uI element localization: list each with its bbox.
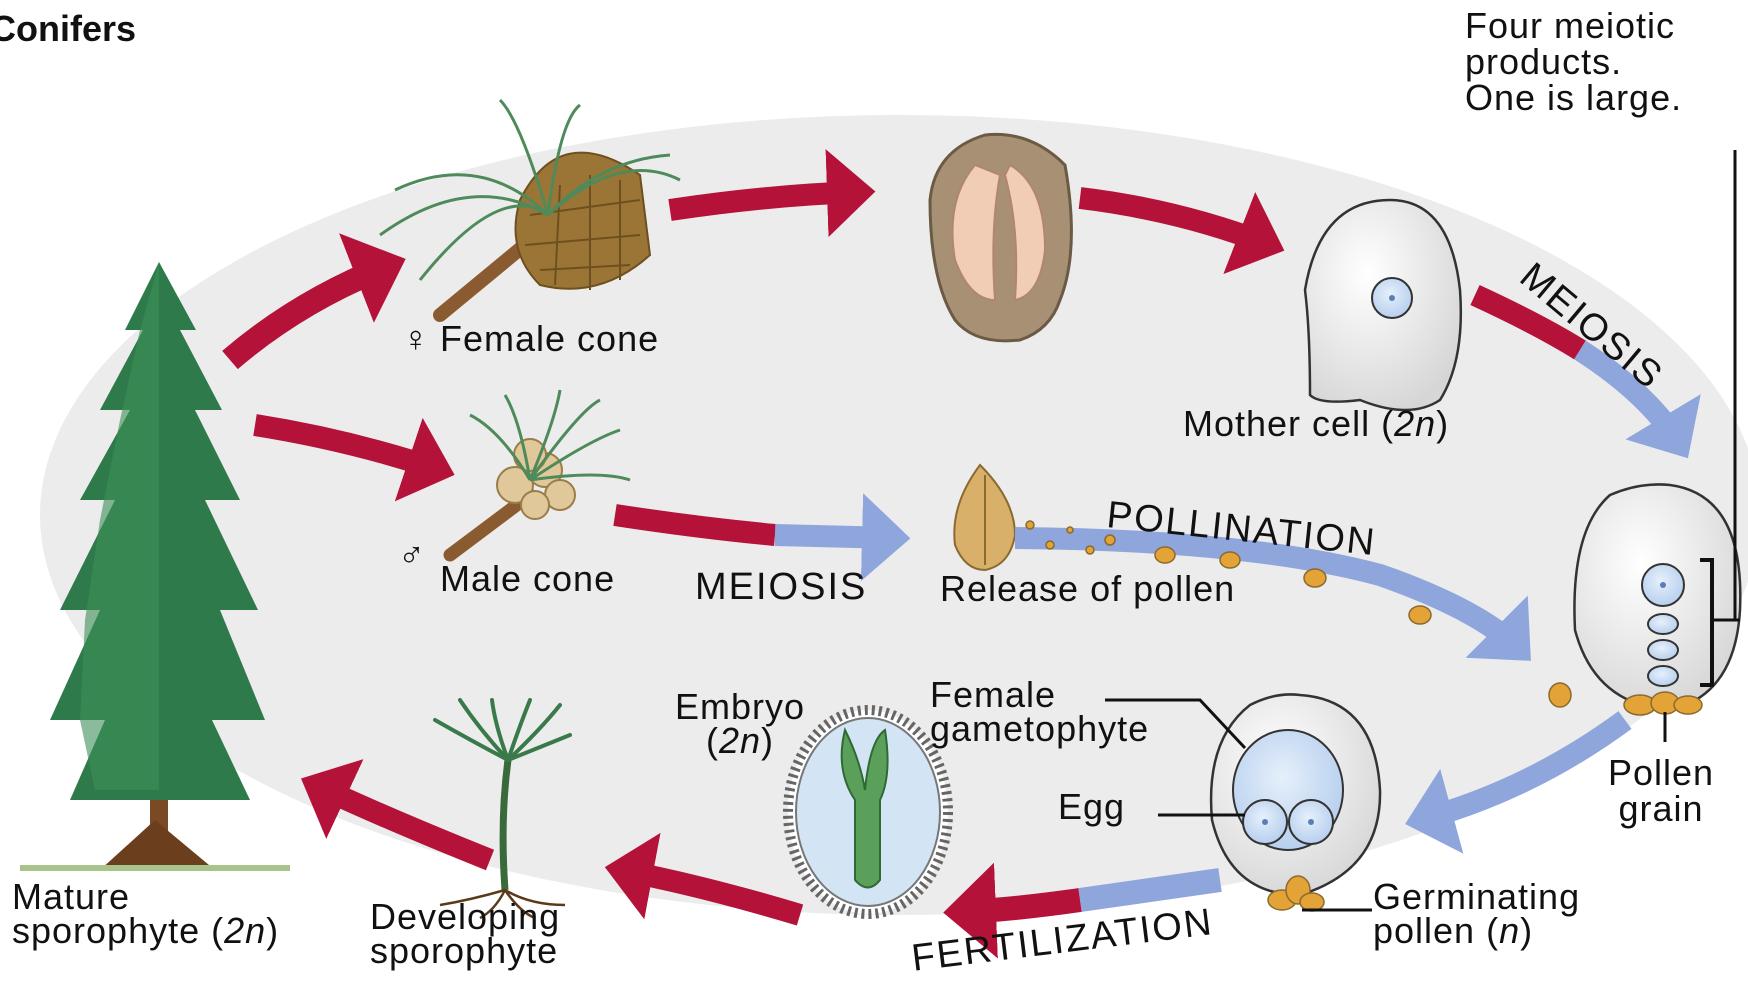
embryo-label: Embryo (2n) (665, 690, 815, 758)
female-cone-symbol: ♀ (402, 322, 430, 356)
male-cone-label: Male cone (440, 562, 615, 596)
egg-label: Egg (1058, 790, 1125, 824)
arrow-male-cone-blue-segment (775, 535, 895, 538)
developing-sporophyte-label: Developing sporophyte (370, 900, 560, 968)
release-of-pollen-label: Release of pollen (940, 572, 1235, 606)
germinating-pollen-label: Germinating pollen (n) (1373, 880, 1580, 948)
meiosis-male-label: MEIOSIS (695, 566, 867, 609)
mature-sporophyte-label: Mature sporophyte (2n) (12, 880, 279, 948)
ovulate-scale-icon (930, 134, 1071, 340)
arrow-fertilization-red-segment (960, 900, 1080, 912)
diagram-title: Conifers (0, 8, 136, 50)
pollen-grain-label: Pollen grain (1596, 755, 1726, 827)
four-meiotic-products-label: Four meiotic products. One is large. (1465, 8, 1682, 116)
female-gametophyte-label: Female gametophyte (930, 678, 1149, 746)
mother-cell-icon (1305, 200, 1461, 410)
female-cone-label: Female cone (440, 322, 659, 356)
mother-cell-label: Mother cell (2n) (1183, 407, 1449, 441)
male-cone-symbol: ♂ (398, 538, 426, 572)
